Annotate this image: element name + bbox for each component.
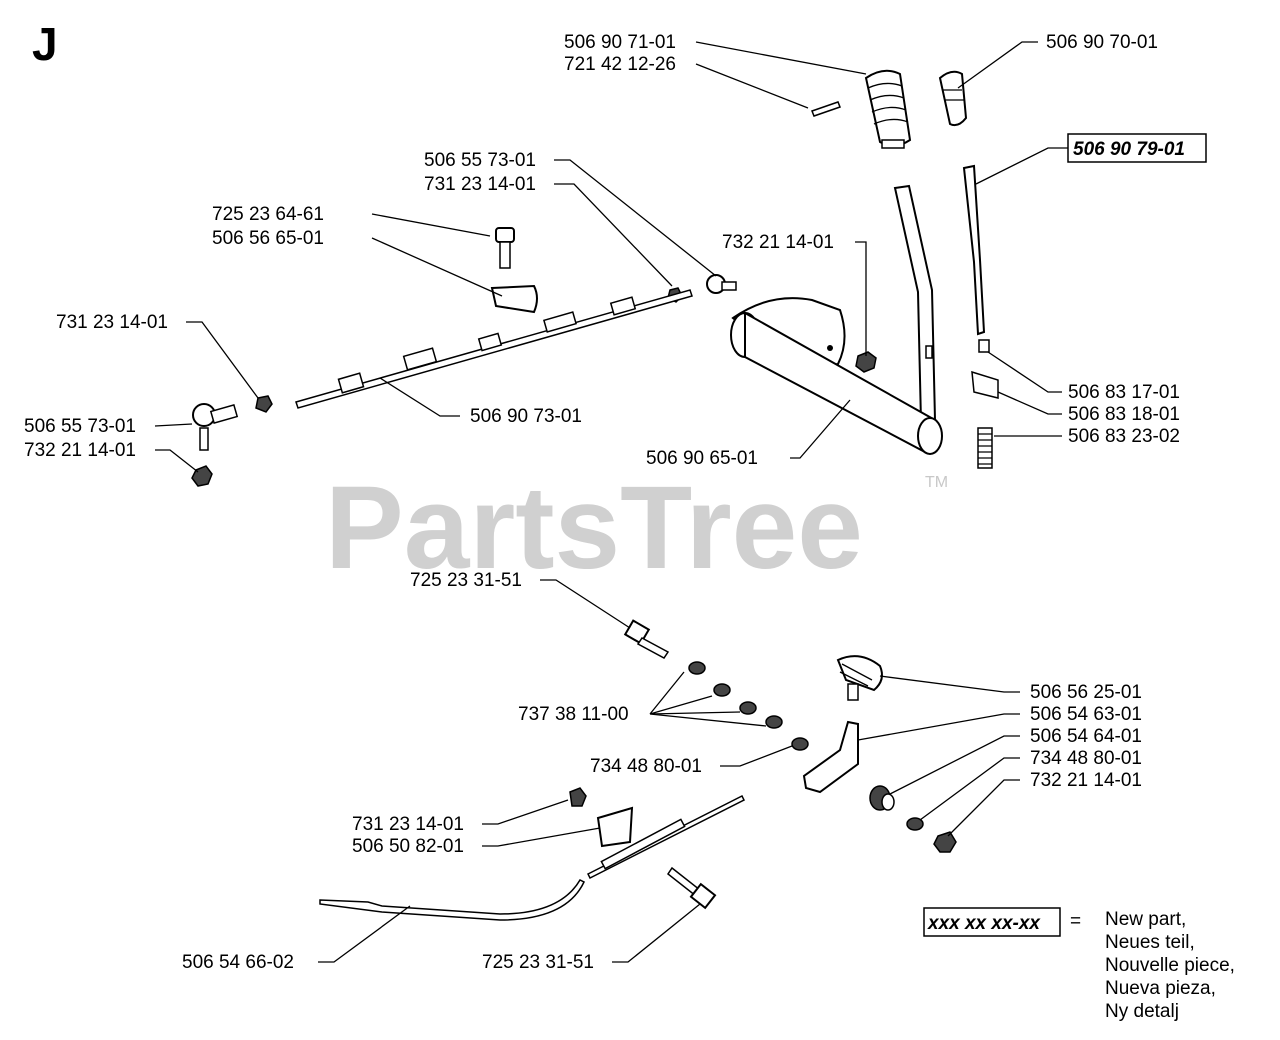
label-right-rod-new: 506 90 79-01 bbox=[1073, 139, 1185, 160]
upper-assembly bbox=[191, 69, 999, 487]
label-bushing-lower: 506 54 64-01 bbox=[1030, 726, 1142, 747]
lever-shaft-part bbox=[730, 297, 943, 455]
label-bolt-bottom: 725 23 31-51 bbox=[482, 952, 594, 973]
label-washers: 737 38 11-00 bbox=[518, 704, 629, 725]
label-nut-lower-right: 732 21 14-01 bbox=[1030, 770, 1142, 791]
label-washer-mid: 734 48 80-01 bbox=[590, 756, 702, 777]
bottom-bolt-part bbox=[666, 866, 717, 910]
left-nut-part bbox=[255, 395, 273, 413]
watermark: PartsTree bbox=[325, 462, 863, 594]
label-plate: 506 83 18-01 bbox=[1068, 404, 1180, 425]
new-part-box bbox=[1067, 133, 1207, 163]
legend-sample-box bbox=[923, 907, 1061, 937]
legend-line: Ny detalj bbox=[1105, 1001, 1179, 1022]
label-nut-upper: 731 23 14-01 bbox=[424, 174, 536, 195]
right-washer-part bbox=[906, 817, 924, 831]
label-nut-left: 731 23 14-01 bbox=[56, 312, 168, 333]
lever-rod-part bbox=[893, 184, 937, 424]
label-spring: 506 83 23-02 bbox=[1068, 426, 1180, 447]
right-grip-part bbox=[938, 70, 968, 127]
label-right-grip: 506 90 70-01 bbox=[1046, 32, 1158, 53]
clamp-bolt-part bbox=[495, 227, 515, 269]
label-locknut-left: 732 21 14-01 bbox=[24, 440, 136, 461]
leader-lines bbox=[154, 41, 1068, 963]
label-bolt-clamp: 725 23 64-61 bbox=[212, 204, 324, 225]
section-letter: J bbox=[32, 18, 58, 70]
left-ball-joint-part bbox=[192, 403, 239, 451]
spacer-part bbox=[978, 339, 990, 353]
washers-part bbox=[688, 661, 809, 751]
plate-part bbox=[971, 370, 999, 399]
upper-ball-joint-part bbox=[706, 274, 737, 294]
legend-sample: xxx xx xx-xx bbox=[927, 913, 1041, 934]
legend-text: New part, Neues teil, Nouvelle piece, Nu… bbox=[1105, 908, 1235, 1023]
small-bracket-part bbox=[596, 806, 634, 848]
top-grip-part bbox=[864, 69, 912, 149]
shaft-nut-part bbox=[855, 351, 877, 373]
lower-bolt-part bbox=[623, 619, 670, 659]
label-rod-lower: 506 54 66-02 bbox=[182, 952, 294, 973]
legend-line: New part, bbox=[1105, 909, 1187, 930]
right-rod-part bbox=[962, 164, 986, 336]
lower-right-nut-part bbox=[933, 831, 957, 853]
part-labels: 506 90 71-01 721 42 12-26 506 90 70-01 5… bbox=[24, 32, 1207, 973]
bracket-nut-part bbox=[569, 787, 587, 807]
label-washer-right: 734 48 80-01 bbox=[1030, 748, 1142, 769]
label-top-grip: 506 90 71-01 bbox=[564, 32, 676, 53]
legend-line: Nouvelle piece, bbox=[1105, 955, 1235, 976]
label-bracket-small: 506 50 82-01 bbox=[352, 836, 464, 857]
legend-line: Neues teil, bbox=[1105, 932, 1195, 953]
trademark-mark: TM bbox=[925, 474, 948, 491]
top-pin-part bbox=[811, 101, 841, 117]
spring-part bbox=[977, 427, 993, 469]
label-spacer: 506 83 17-01 bbox=[1068, 382, 1180, 403]
label-clamp: 506 56 65-01 bbox=[212, 228, 324, 249]
label-bolt-lower: 725 23 31-51 bbox=[410, 570, 522, 591]
label-lever-shaft: 506 90 65-01 bbox=[646, 448, 758, 469]
clamp-part bbox=[490, 284, 538, 314]
lower-bushing-part bbox=[869, 785, 895, 811]
lower-knob-part bbox=[836, 655, 883, 701]
label-nut-bracket: 731 23 14-01 bbox=[352, 814, 464, 835]
label-ball-joint-upper: 506 55 73-01 bbox=[424, 150, 536, 171]
legend-line: Nueva pieza, bbox=[1105, 978, 1216, 999]
label-nut-shaft: 732 21 14-01 bbox=[722, 232, 834, 253]
legend: xxx xx xx-xx = bbox=[923, 907, 1081, 937]
lower-bracket-part bbox=[802, 720, 859, 794]
rod-link-part bbox=[295, 289, 693, 409]
label-ball-joint-left: 506 55 73-01 bbox=[24, 416, 136, 437]
lower-assembly bbox=[319, 619, 957, 921]
label-rod-link: 506 90 73-01 bbox=[470, 406, 582, 427]
legend-equals: = bbox=[1070, 911, 1081, 932]
label-bracket-lower: 506 54 63-01 bbox=[1030, 704, 1142, 725]
label-knob-lower: 506 56 25-01 bbox=[1030, 682, 1142, 703]
lower-rod-part bbox=[319, 794, 746, 921]
label-top-pin: 721 42 12-26 bbox=[564, 54, 676, 75]
